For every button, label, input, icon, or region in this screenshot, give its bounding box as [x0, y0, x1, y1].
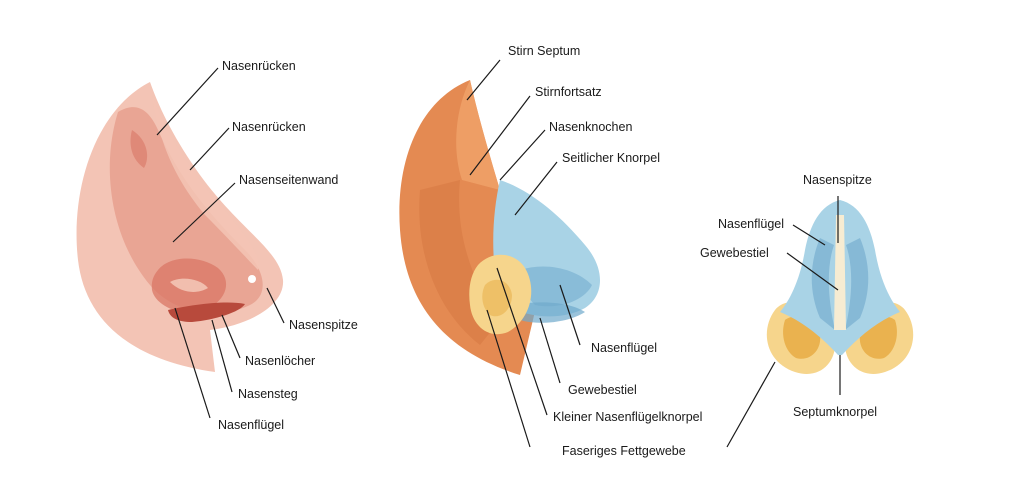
- leader-stirnfortsatz: [469, 95, 531, 176]
- leader-nasenruecken-2: [189, 127, 230, 171]
- bottom-cartilage-left-shade: [811, 238, 835, 330]
- label-stirn-septum: Stirn Septum: [508, 44, 581, 58]
- label-nasenruecken-1: Nasenrücken: [222, 59, 296, 73]
- bottom-cartilage-right-shade: [845, 238, 869, 330]
- anatomy-illustration: [399, 80, 600, 375]
- label-gewebestiel-anatomy: Gewebestiel: [568, 383, 637, 397]
- label-seitlicher-knorpel: Seitlicher Knorpel: [562, 151, 660, 165]
- label-gewebestiel-bottom: Gewebestiel: [700, 246, 769, 260]
- cartilage-shade: [520, 266, 592, 307]
- label-faseriges-fettgewebe: Faseriges Fettgewebe: [562, 444, 686, 458]
- leader-nasenfluegel-anatomy: [559, 284, 581, 346]
- leader-nasenfluegel-outer: [174, 307, 211, 419]
- columella: [834, 215, 846, 330]
- leader-nasenloecher: [221, 314, 241, 359]
- ala-highlight: [170, 278, 208, 292]
- label-nasenspitze-bottom: Nasenspitze: [803, 173, 872, 187]
- label-nasenruecken-2: Nasenrücken: [232, 120, 306, 134]
- leader-stirn-septum: [466, 59, 501, 101]
- label-nasenseitenwand: Nasenseitenwand: [239, 173, 339, 187]
- leader-nasenspitze-outer: [266, 287, 285, 324]
- label-stirnfortsatz: Stirnfortsatz: [535, 85, 602, 99]
- leader-kleiner-nasenfluegelknorpel: [496, 267, 548, 416]
- nostril: [168, 302, 245, 322]
- label-nasensteg: Nasensteg: [238, 387, 298, 401]
- leader-nasenseitenwand: [172, 182, 236, 243]
- label-septumknorpel: Septumknorpel: [793, 405, 878, 419]
- outer-nose-illustration: [76, 82, 284, 372]
- nose-side-shade: [109, 107, 263, 314]
- label-nasenloecher: Nasenlöcher: [245, 354, 316, 368]
- nose-tip-highlight: [248, 275, 256, 283]
- eye-socket-shade: [130, 130, 148, 168]
- leader-fettgewebe-bottom: [726, 361, 776, 448]
- label-nasenfluegel-outer: Nasenflügel: [218, 418, 285, 432]
- forehead-highlight: [456, 80, 500, 190]
- leader-nasenknochen: [499, 129, 546, 181]
- leader-gewebestiel-bottom: [786, 252, 839, 291]
- label-nasenfluegel-bottom: Nasenflügel: [718, 217, 785, 231]
- leader-nasenfluegel-bottom: [792, 224, 826, 246]
- leader-seitlicher-knorpel: [514, 161, 558, 216]
- leader-lines: [156, 59, 841, 448]
- nose-bridge-highlight: [152, 95, 259, 270]
- leader-nasensteg: [211, 319, 233, 393]
- label-nasenspitze-outer: Nasenspitze: [289, 318, 358, 332]
- label-kleiner-nasenfluegelknorpel: Kleiner Nasenflügelknorpel: [553, 410, 703, 424]
- leader-faseriges-fettgewebe: [486, 309, 531, 448]
- bottom-view-illustration: [766, 200, 914, 374]
- leader-nasenruecken-1: [156, 67, 219, 136]
- leader-gewebestiel-anatomy: [539, 317, 561, 384]
- label-nasenfluegel-anatomy: Nasenflügel: [591, 341, 658, 355]
- label-nasenknochen: Nasenknochen: [549, 120, 633, 134]
